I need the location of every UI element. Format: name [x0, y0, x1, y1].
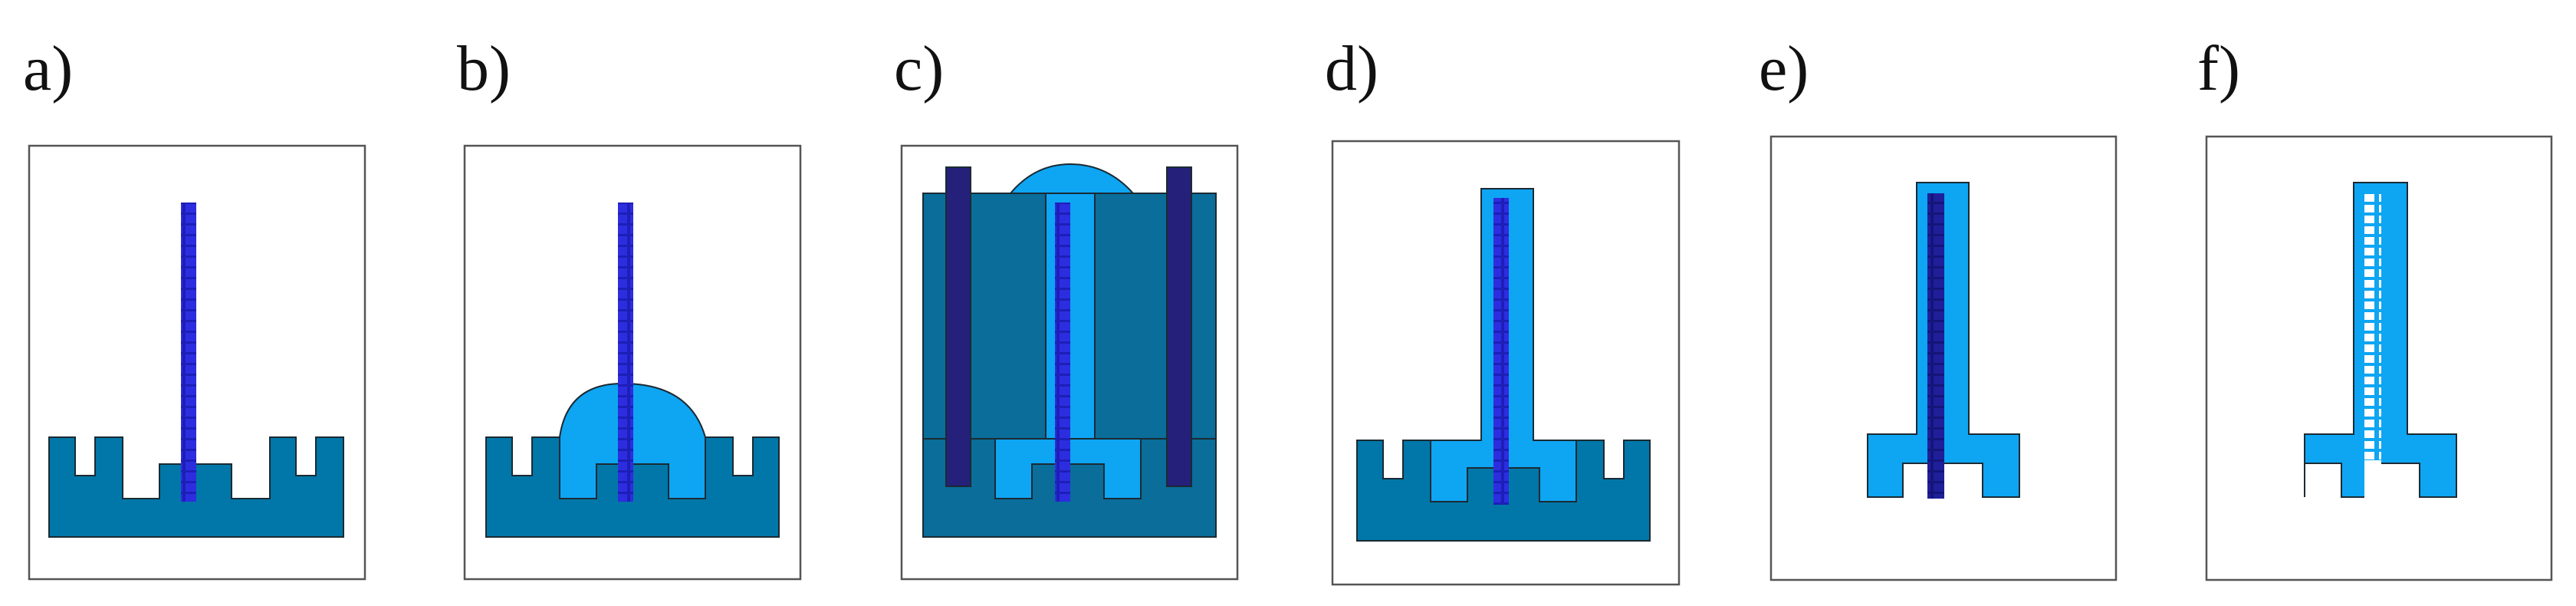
panel-b-fiber [618, 203, 633, 502]
panel-c-fiber [1055, 203, 1070, 502]
panel-label-b: b) [457, 33, 511, 104]
panel-a [28, 144, 366, 581]
panel-c-spacer-left [945, 166, 971, 487]
panel-c [900, 144, 1239, 581]
panel-d [1331, 140, 1681, 586]
panel-label-f: f) [2197, 33, 2240, 104]
panel-label-a: a) [23, 33, 74, 104]
panel-c-resin-cap [1008, 163, 1135, 194]
panel-d-fiber [1493, 198, 1509, 505]
panel-f-hollow-channel [2364, 193, 2381, 460]
panel-e [1769, 135, 2118, 581]
panel-label-e: e) [1759, 33, 1809, 104]
panel-label-d: d) [1325, 33, 1378, 104]
panel-c-spacer-right [1166, 166, 1192, 487]
panel-a-fiber [181, 203, 196, 502]
panel-c-mold-right [1094, 193, 1217, 440]
panel-c-mold-left [922, 193, 1046, 440]
panel-c-resin-base [994, 436, 1142, 499]
panel-f-hollow-channel-bottom [2364, 460, 2381, 499]
panel-e-fiber [1927, 193, 1944, 499]
panel-f [2205, 135, 2553, 581]
panel-label-c: c) [894, 33, 945, 104]
panel-b [463, 144, 802, 581]
